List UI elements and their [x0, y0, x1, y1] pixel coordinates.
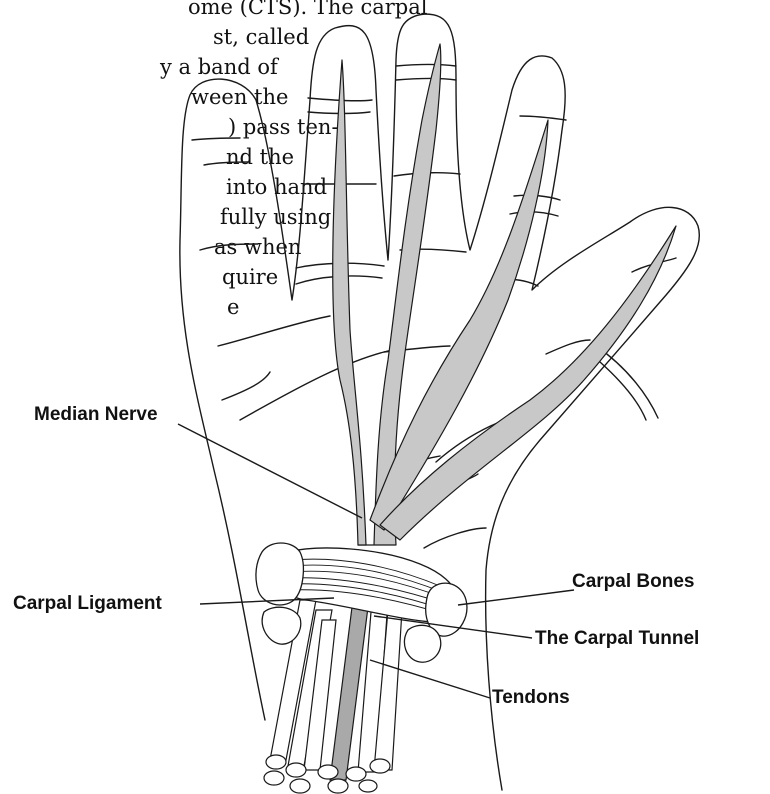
label-carpal-tunnel: The Carpal Tunnel — [535, 628, 699, 650]
label-median-nerve: Median Nerve — [34, 404, 158, 426]
label-carpal-ligament: Carpal Ligament — [13, 593, 162, 615]
leader-carpal-bones — [458, 590, 574, 605]
palm-crease — [218, 316, 330, 346]
carpal-bone-left — [256, 543, 303, 605]
label-carpal-bones: Carpal Bones — [572, 571, 694, 593]
leader-median-nerve — [178, 424, 362, 518]
label-tendons: Tendons — [492, 687, 570, 709]
